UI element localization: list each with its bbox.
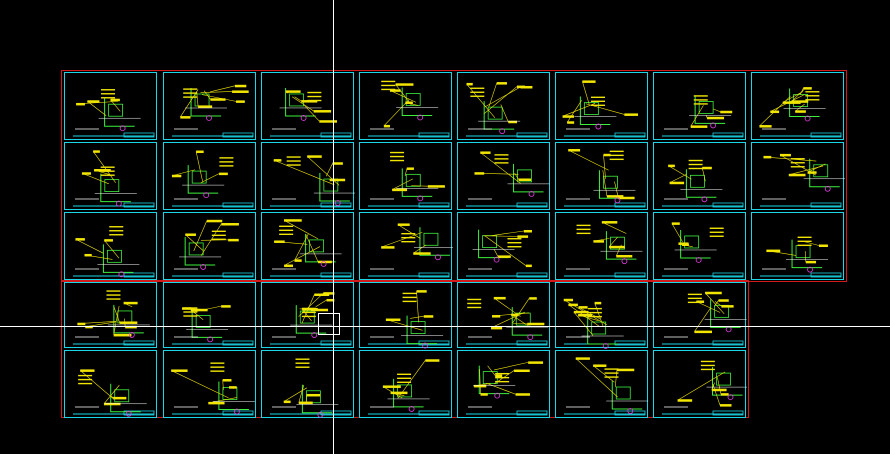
detail-sheet[interactable] (64, 142, 157, 210)
detail-drawing (73, 226, 155, 278)
detail-sheet[interactable] (751, 212, 844, 280)
detail-drawing (270, 292, 352, 346)
detail-drawing (73, 89, 155, 138)
detail-sheet[interactable] (359, 282, 452, 349)
detail-drawing (368, 223, 453, 278)
detail-drawing (466, 151, 550, 208)
detail-drawing (466, 82, 548, 138)
detail-sheet[interactable] (64, 282, 157, 348)
detail-sheet[interactable] (555, 72, 648, 140)
detail-drawing (270, 155, 355, 208)
detail-sheet[interactable] (359, 72, 452, 140)
detail-drawing (662, 159, 744, 208)
detail-drawing (466, 229, 548, 278)
detail-sheet[interactable] (555, 142, 648, 210)
detail-drawing (662, 291, 747, 346)
detail-sheet[interactable] (163, 282, 256, 348)
detail-sheet[interactable] (555, 212, 648, 280)
detail-sheet[interactable] (359, 350, 452, 418)
detail-drawing (368, 151, 450, 208)
detail-drawing (73, 290, 155, 346)
detail-sheet[interactable] (64, 72, 157, 140)
crosshair-horizontal (0, 326, 890, 327)
drawing-frame-upper (61, 70, 847, 282)
crosshair-vertical (333, 0, 334, 454)
detail-drawing (368, 359, 450, 416)
selection-box (318, 313, 340, 335)
detail-sheet[interactable] (261, 282, 354, 348)
detail-drawing (270, 219, 352, 278)
detail-drawing (171, 150, 254, 208)
detail-sheet[interactable] (457, 142, 550, 210)
detail-drawing (760, 236, 842, 278)
detail-sheet[interactable] (359, 142, 452, 210)
detail-drawing (73, 150, 155, 208)
detail-sheet[interactable] (261, 350, 354, 418)
detail-sheet[interactable] (64, 212, 157, 280)
detail-drawing (368, 80, 450, 138)
detail-drawing (562, 80, 646, 138)
detail-sheet[interactable] (163, 142, 256, 210)
detail-sheet[interactable] (457, 72, 550, 140)
detail-drawing (466, 296, 549, 346)
detail-sheet[interactable] (163, 212, 256, 280)
detail-sheet[interactable] (653, 212, 746, 280)
detail-drawing (760, 153, 845, 208)
detail-drawing (564, 149, 646, 208)
detail-sheet[interactable] (653, 282, 747, 348)
detail-drawing (662, 222, 744, 278)
detail-sheet[interactable] (359, 212, 453, 280)
detail-drawing (73, 369, 155, 417)
detail-drawing (171, 362, 255, 416)
detail-drawing (564, 221, 646, 278)
detail-sheet[interactable] (653, 350, 747, 418)
detail-sheet[interactable] (457, 282, 550, 348)
detail-drawing (466, 361, 548, 416)
detail-drawing (172, 219, 254, 278)
detail-sheet[interactable] (64, 350, 157, 418)
detail-sheet[interactable] (261, 212, 354, 280)
detail-drawing (759, 87, 842, 138)
detail-sheet[interactable] (163, 72, 256, 140)
detail-sheet[interactable] (457, 350, 550, 418)
detail-drawing (564, 357, 649, 416)
detail-drawing (270, 87, 352, 138)
detail-sheet[interactable] (751, 72, 844, 140)
detail-sheet[interactable] (555, 282, 648, 349)
detail-drawing (662, 360, 747, 416)
detail-drawing (563, 298, 646, 349)
detail-drawing (270, 358, 352, 418)
detail-drawing (172, 84, 254, 138)
detail-sheet[interactable] (653, 72, 746, 140)
detail-sheet[interactable] (751, 142, 845, 210)
detail-sheet[interactable] (653, 142, 746, 210)
detail-drawing (662, 95, 744, 138)
detail-sheet[interactable] (457, 212, 550, 280)
detail-sheet[interactable] (163, 350, 256, 418)
detail-sheet[interactable] (261, 72, 354, 140)
detail-drawing (172, 305, 254, 346)
detail-drawing (368, 290, 450, 349)
detail-sheet[interactable] (261, 142, 355, 210)
detail-sheet[interactable] (555, 350, 649, 418)
